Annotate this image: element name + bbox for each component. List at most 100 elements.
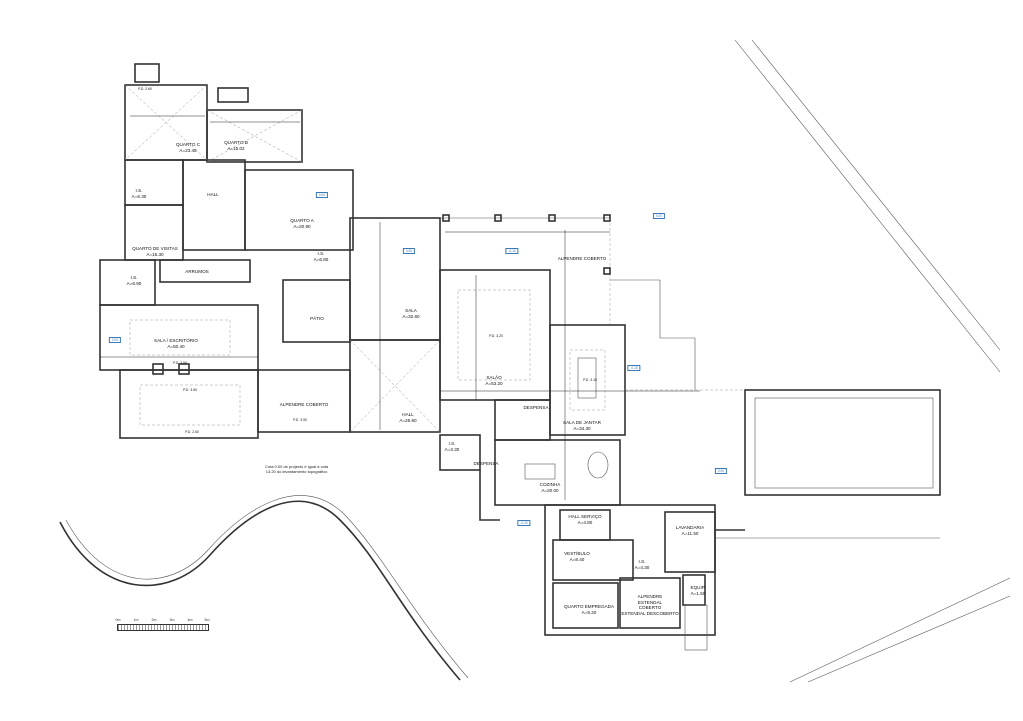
room-area: A=3.30 [444,446,460,452]
room-area: A=20.90 [293,223,311,229]
level-tag: 0.00 [652,213,666,219]
room-name: ALPENDRE ESTENDAL COBERTO [637,594,663,610]
room-label-equip: EQUIP.A=1.50 [691,585,706,596]
level-tag: -0.15 [627,365,641,371]
room-name: VESTÍBULO [564,551,590,556]
scale-label: 1m [133,618,139,622]
scale-bar [117,624,209,631]
room-area: A=1.50 [690,590,706,596]
room-name: SALA DE JANTAR [563,420,601,425]
room-name: ARRUMOS [185,269,209,274]
room-area: A=4.80 [577,519,593,525]
room-name: DESPENSA [523,405,549,410]
room-area: A=6.90 [126,280,142,286]
room-name: DESPENSA [473,461,499,466]
room-area: A=4.30 [634,564,650,570]
level-tag: 0.00 [315,192,329,198]
scale-label: 2m [151,618,157,622]
room-area: A=32.60 [402,313,420,319]
ceiling-height: P.D. 3.50 [173,361,187,365]
room-label-arrumos: ARRUMOS [185,269,208,275]
swimming-pool [625,389,941,496]
room-name: I.S. [130,275,138,280]
room-area: A=25.60 [399,417,417,423]
room-name: PÁTIO [310,316,324,321]
level-tag: 0.00 [714,468,728,474]
room-label-patio: PÁTIO [310,316,324,322]
bedroom-wing-walls [99,63,354,306]
level-tag: 0.00 [402,248,416,254]
room-label-alpendre-left: ALPENDRE COBERTO [280,402,329,408]
scale-label: 3m [169,618,175,622]
room-label-despensa-1: DESPENSA [523,405,548,411]
ceiling-height: P.D. 3.10 [583,378,597,382]
room-name: ESTENDAL DESCOBERTO [621,611,679,616]
room-name: I.S. [638,559,646,564]
room-label-despensa-2: DESPENSA [473,461,498,467]
room-area: A=9.20 [581,609,597,615]
room-name: I.S. [135,188,143,193]
living-wing-walls [99,217,441,439]
level-tag: -0.20 [517,520,531,526]
room-name: SALA / ESCRITÓRIO [154,338,198,343]
room-name: HALL SERVIÇO [568,514,602,519]
room-label-is-1: I.S.A=6.30 [132,188,147,199]
room-name: QUARTO A [290,218,314,223]
room-area: A=50.40 [167,343,185,349]
scale-label: 5m [204,618,210,622]
room-label-is-4: I.S.A=3.30 [445,441,460,452]
room-name: HALL [207,192,219,197]
note-line: Cota 0.00 do projecto é igual à cota [265,464,329,469]
ceiling-height: P.D. 2.60 [138,87,152,91]
room-label-alpendre-top: ALPENDRE COBERTO [558,256,607,262]
room-area: A=8.40 [569,556,585,562]
note-line: 13.20 do levantamento topográfico [265,469,328,474]
room-area: A=15.30 [146,251,164,257]
room-name: ALPENDRE COBERTO [279,402,329,407]
room-area: A=15.02 [227,145,245,151]
room-label-is-5: I.S.A=4.30 [635,559,650,570]
room-label-alpendre-estendal: ALPENDRE ESTENDAL COBERTO [630,594,670,611]
ceiling-height: P.D. 3.50 [183,388,197,392]
ceiling-height: P.D. 3.90 [293,418,307,422]
room-area: A=6.30 [131,193,147,199]
room-label-is-3: I.S.A=6.90 [127,275,142,286]
room-name: COZINHA [539,482,561,487]
ceiling-height: P.D. 3.20 [489,334,503,338]
room-area: A=23.45 [179,147,197,153]
curved-garden-wall [59,495,469,681]
main-hall-walls [439,214,696,521]
room-name: QUARTO B [224,140,248,145]
dimension-lines [100,115,700,500]
room-name: HALL [402,412,414,417]
room-name: SALA [405,308,417,313]
room-area: A=6.80 [313,256,329,262]
level-tag: 0.00 [108,337,122,343]
room-area: A=11.50 [681,530,699,536]
room-label-is-2: I.S.A=6.80 [314,251,329,262]
level-tag: -0.15 [505,248,519,254]
site-boundary-lines [734,39,1011,683]
room-name: SALÃO [486,375,502,380]
room-name: ALPENDRE COBERTO [557,256,607,261]
room-area: A=53.20 [485,380,503,386]
room-name: EQUIP. [690,585,706,590]
room-label-estendal-descoberto: ESTENDAL DESCOBERTO [621,611,678,617]
room-area: A=20.00 [541,487,559,493]
elevation-note: Cota 0.00 do projecto é igual à cota 13.… [265,464,328,474]
room-name: QUARTO DE VISITAS [132,246,178,251]
service-wing-walls [544,504,940,651]
room-name: QUARTO C [175,142,201,147]
